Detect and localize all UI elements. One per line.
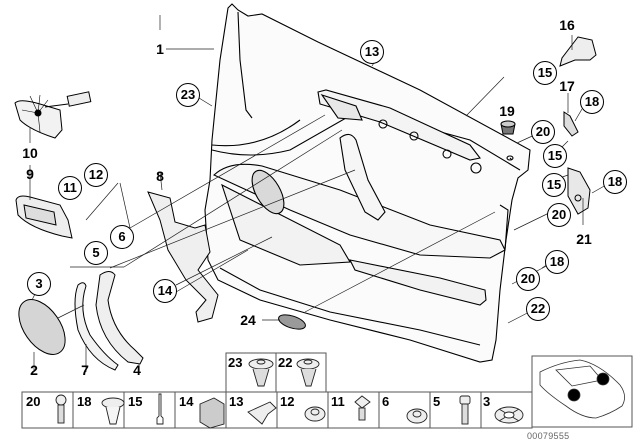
clip-icon — [296, 358, 320, 387]
part-7-trim-strip — [74, 282, 119, 371]
table-cell-label: 20 — [26, 394, 41, 409]
table-cell-label: 15 — [128, 394, 143, 409]
callout-7: 7 — [81, 362, 89, 378]
callout-24: 24 — [240, 312, 256, 328]
callout-21: 21 — [576, 231, 592, 247]
table-cell-label: 12 — [280, 394, 295, 409]
table-cell-label: 13 — [229, 394, 244, 409]
screw-icon — [55, 394, 67, 424]
callout-circled-18: 18 — [580, 90, 604, 114]
fastener-icons — [55, 358, 524, 429]
callout-circled-11: 11 — [58, 176, 82, 200]
callout-circled-23: 23 — [176, 83, 200, 107]
callout-circled-18: 18 — [603, 170, 627, 194]
callout-4: 4 — [133, 362, 141, 378]
part-10-handle-with-light — [14, 91, 92, 139]
part-17-clip — [563, 111, 579, 137]
callout-circled-20: 20 — [547, 203, 571, 227]
callout-10: 10 — [22, 145, 38, 161]
door-panel — [204, 3, 531, 363]
car-locator — [539, 359, 625, 419]
locator-marker-icon — [596, 372, 610, 386]
hex-nut-icon — [406, 408, 428, 424]
callout-19: 19 — [499, 103, 515, 119]
callout-circled-5: 5 — [84, 241, 108, 265]
part-16-bracket — [559, 36, 597, 67]
part-24-badge — [278, 314, 306, 330]
part-21-bracket — [567, 167, 591, 215]
callout-circled-6: 6 — [110, 225, 134, 249]
callout-circled-3: 3 — [27, 272, 51, 296]
locator-marker-icon — [567, 388, 581, 402]
callout-circled-15: 15 — [543, 144, 567, 168]
clip-icon-small — [247, 401, 277, 425]
table-cell-label: 22 — [278, 355, 293, 370]
callout-circled-20: 20 — [531, 120, 555, 144]
table-cell-label: 14 — [179, 394, 194, 409]
table-cell-label: 18 — [77, 394, 92, 409]
table-cell-label: 23 — [228, 355, 243, 370]
hex-bolt-icon — [459, 395, 471, 425]
callout-circled-20: 20 — [516, 267, 540, 291]
part-19-grommet — [500, 120, 516, 135]
callout-circled-22: 22 — [526, 297, 550, 321]
callout-8: 8 — [156, 168, 164, 184]
callout-circled-14: 14 — [153, 279, 177, 303]
table-cell-label: 3 — [483, 394, 491, 409]
callout-17: 17 — [559, 78, 575, 94]
callout-circled-15: 15 — [533, 61, 557, 85]
table-cell-label: 6 — [382, 394, 390, 409]
fastener-table — [21, 352, 633, 429]
callout-circled-15: 15 — [542, 173, 566, 197]
table-cell-label: 5 — [433, 394, 441, 409]
bolt-icon — [354, 395, 371, 421]
part-8-bracket — [147, 191, 219, 323]
clip-block-icon — [199, 397, 225, 429]
part-9-inner-handle — [15, 195, 73, 239]
spring-washer-icon — [494, 406, 524, 424]
callout-circled-18: 18 — [545, 250, 569, 274]
pin-icon — [156, 393, 164, 425]
callout-16: 16 — [559, 17, 575, 33]
callout-circled-12: 12 — [84, 163, 108, 187]
nut-icon — [304, 406, 326, 422]
reference-number: 00079555 — [527, 431, 570, 441]
callout-9: 9 — [26, 166, 34, 182]
callout-2: 2 — [30, 362, 38, 378]
part-2-speaker-grille — [18, 299, 66, 355]
callout-1: 1 — [156, 41, 164, 57]
part-4-armrest-trim — [95, 271, 144, 365]
table-cell-label: 11 — [331, 394, 345, 409]
callout-circled-13: 13 — [360, 40, 384, 64]
clip-large-icon — [248, 358, 274, 387]
expanding-rivet-icon — [101, 397, 125, 425]
